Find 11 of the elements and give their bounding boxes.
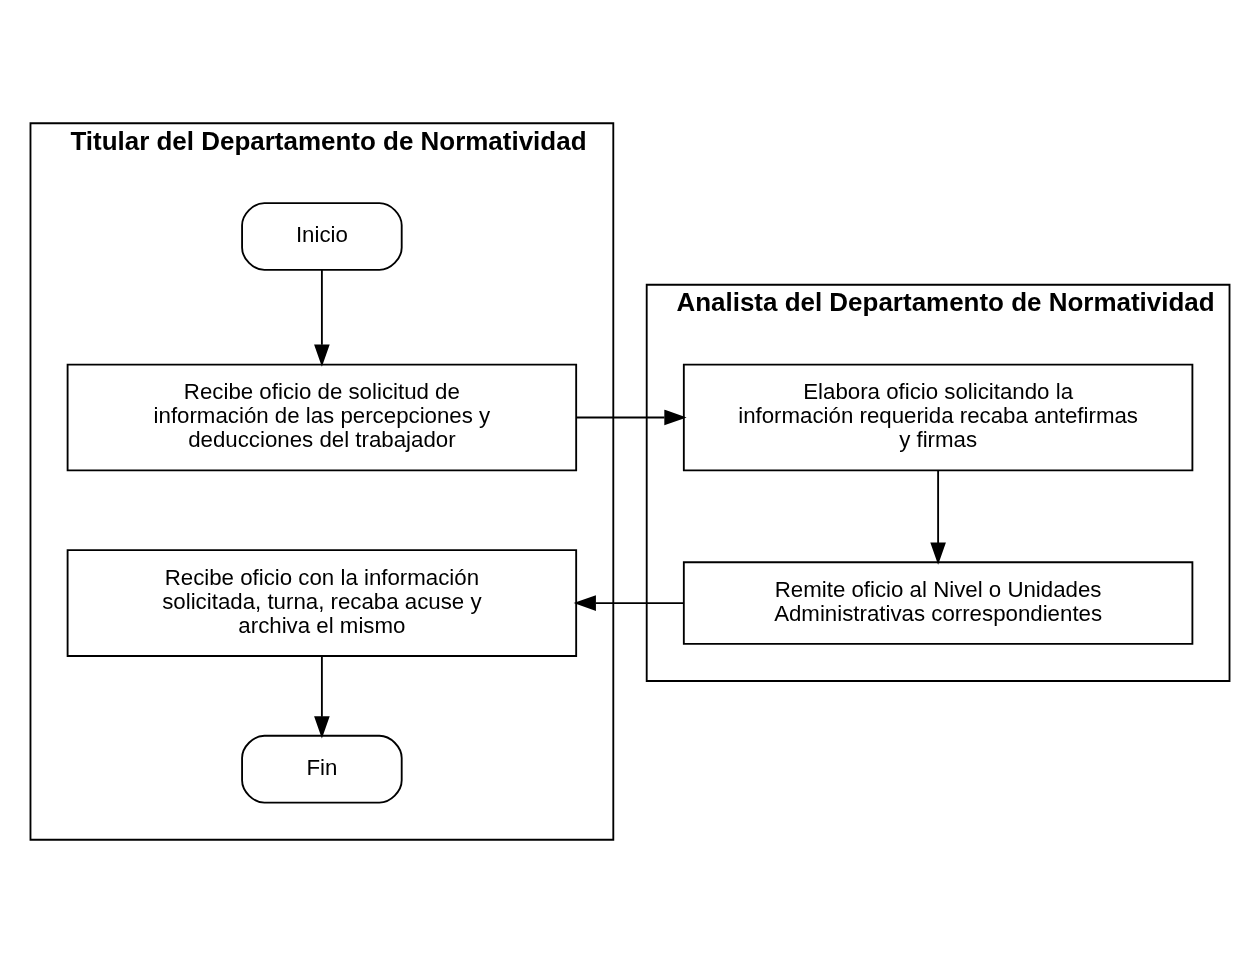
arrow (575, 409, 687, 426)
node-box: Recibe oficio con la información solicitada, turna, recaba acuse y archiva el mismo (66, 549, 578, 657)
arrow (314, 655, 330, 739)
arrow (930, 469, 946, 565)
node-box: Inicio (241, 202, 403, 271)
node-box: Elabora oficio solicitando la información requerida recaba antefirmas y firmas (682, 363, 1194, 472)
arrow (573, 595, 685, 611)
node-box: Recibe oficio de solicitud de información de las percepciones y deducciones del trabajador (66, 363, 578, 472)
node-box: Fin (241, 734, 403, 804)
node-box: Remite oficio al Nivel o Unidades Administrativas correspondientes (682, 561, 1194, 645)
arrow (314, 269, 330, 367)
